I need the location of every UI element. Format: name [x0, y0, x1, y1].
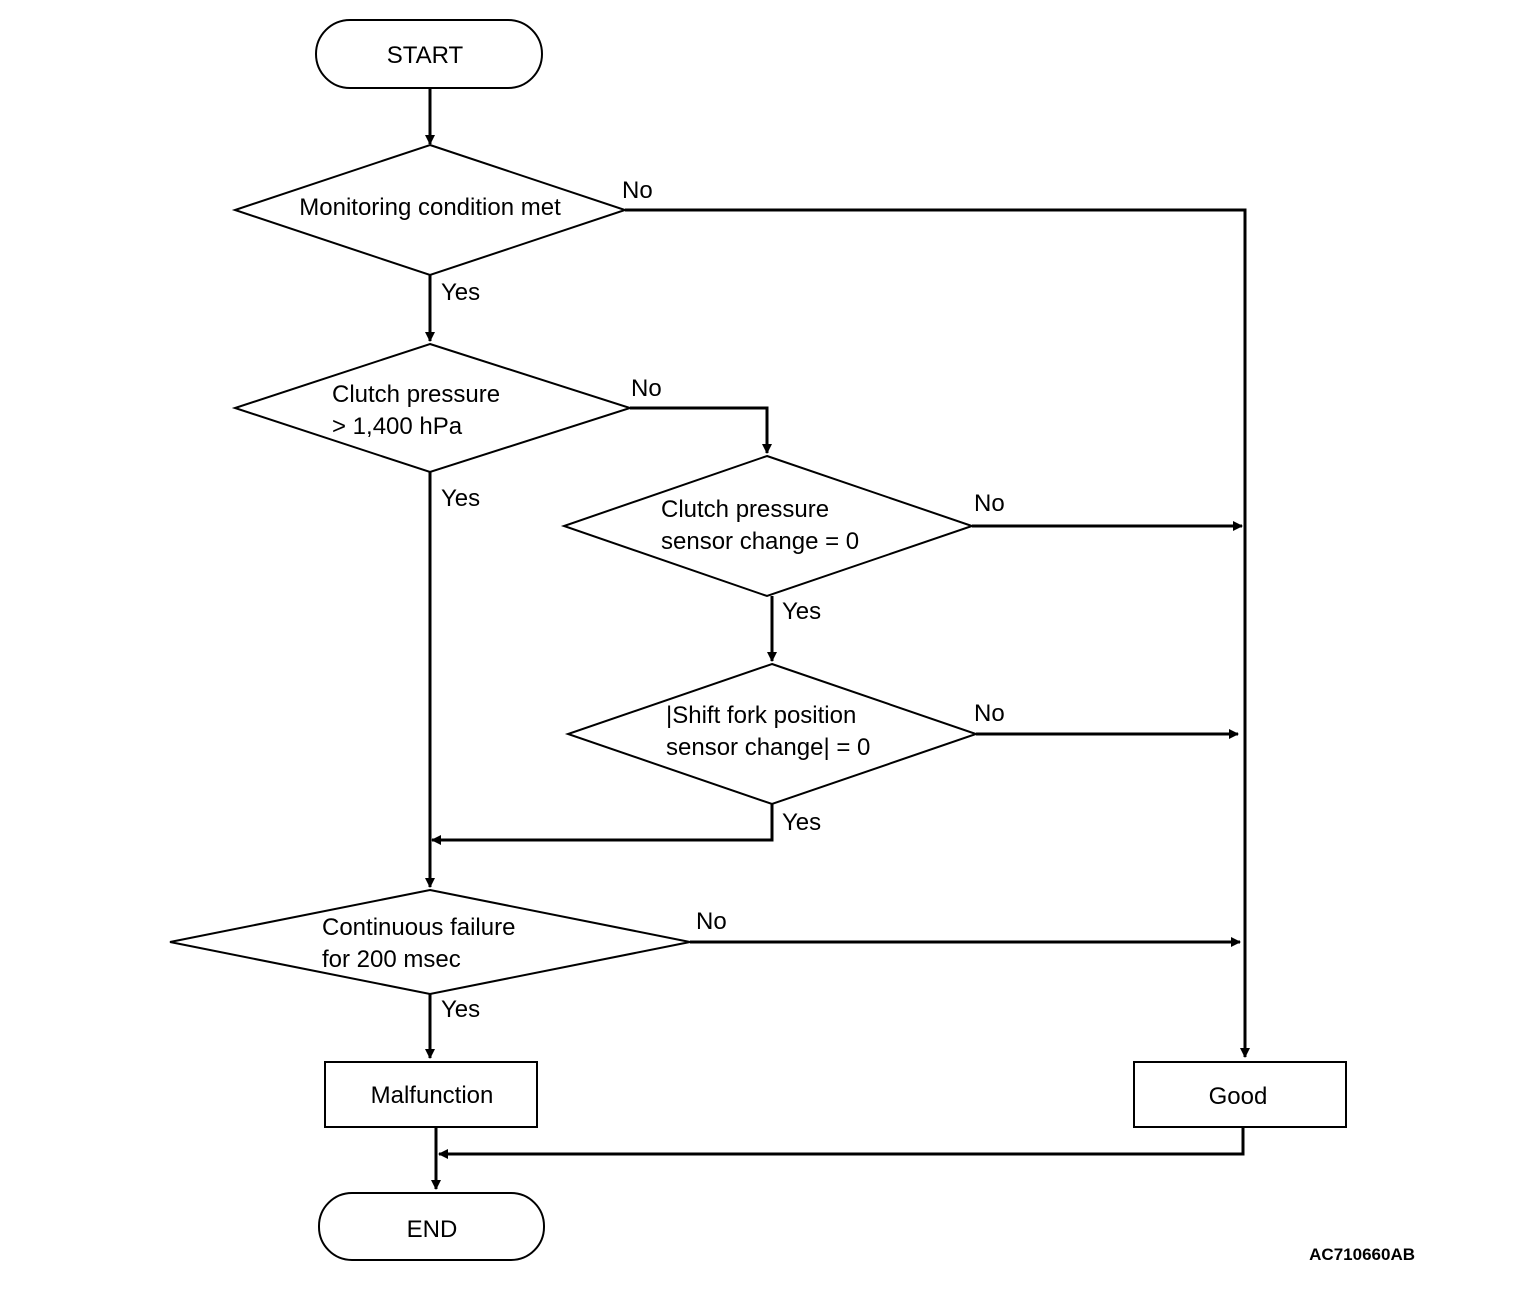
d2-no-label: No	[631, 375, 662, 402]
decision-shift-fork-line2: sensor change| = 0	[666, 734, 870, 761]
end-label: END	[407, 1216, 458, 1243]
d1-no-label: No	[622, 177, 653, 204]
start-label: START	[387, 42, 464, 69]
decision-clutch-pressure: Clutch pressure > 1,400 hPa	[231, 342, 634, 474]
end-terminal: END	[318, 1192, 545, 1261]
decision-clutch-pressure-line2: > 1,400 hPa	[332, 413, 463, 440]
decision-monitoring-condition: Monitoring condition met	[231, 143, 629, 277]
d2-yes-label: Yes	[441, 485, 480, 512]
decision-shift-fork-line1: |Shift fork position	[666, 702, 856, 729]
decision-clutch-pressure-line1: Clutch pressure	[332, 381, 500, 408]
d5-yes-label: Yes	[441, 996, 480, 1023]
connector-d2-no-d3	[630, 406, 772, 454]
good-box: Good	[1133, 1061, 1347, 1128]
good-label: Good	[1209, 1083, 1268, 1110]
malfunction-box: Malfunction	[324, 1061, 538, 1128]
d1-yes-label: Yes	[441, 279, 480, 306]
connector-d4-yes-merge	[431, 804, 774, 845]
decision-continuous-failure: Continuous failure for 200 msec	[169, 888, 691, 996]
decision-monitoring-text: Monitoring condition met	[299, 194, 561, 221]
connector-d1-no-good	[625, 208, 1250, 1058]
figure-code: AC710660AB	[1309, 1245, 1415, 1264]
start-terminal: START	[315, 19, 543, 89]
decision-clutch-sensor-line2: sensor change = 0	[661, 528, 859, 555]
d4-no-label: No	[974, 700, 1005, 727]
connector-good-merge	[438, 1127, 1245, 1159]
decision-continuous-failure-line1: Continuous failure	[322, 914, 515, 941]
d4-yes-label: Yes	[782, 809, 821, 836]
decision-continuous-failure-line2: for 200 msec	[322, 946, 461, 973]
decision-shift-fork-change: |Shift fork position sensor change| = 0	[564, 662, 980, 806]
decision-clutch-sensor-line1: Clutch pressure	[661, 496, 829, 523]
decision-clutch-sensor-change: Clutch pressure sensor change = 0	[560, 454, 976, 598]
malfunction-label: Malfunction	[371, 1082, 494, 1109]
d3-yes-label: Yes	[782, 598, 821, 625]
d3-no-label: No	[974, 490, 1005, 517]
d5-no-label: No	[696, 908, 727, 935]
